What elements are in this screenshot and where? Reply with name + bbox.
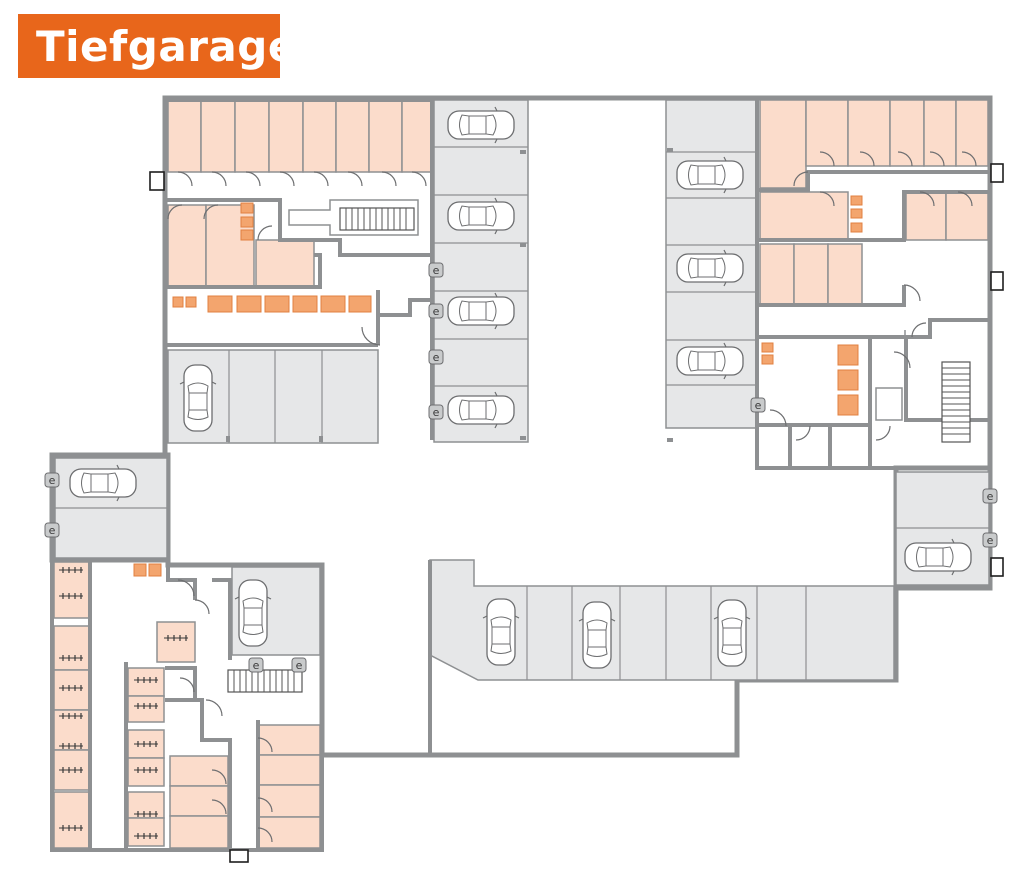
ev-charger-label: e: [49, 474, 56, 487]
car-icon: [234, 579, 272, 647]
ev-charger-icon: e: [982, 532, 998, 548]
car-icon: [482, 598, 520, 666]
ev-charger-label: e: [49, 524, 56, 537]
door-swings: [167, 151, 977, 843]
ev-charger-icon: e: [982, 488, 998, 504]
ev-charger-icon: e: [291, 657, 307, 673]
car-icon: [70, 465, 136, 501]
ev-charger-icon: e: [248, 657, 264, 673]
ev-charger-icon: e: [428, 303, 444, 319]
car-icon: [905, 539, 971, 575]
thin-walls: [288, 199, 906, 421]
staircase-north-west: [339, 207, 415, 231]
ev-charger-label: e: [433, 264, 440, 277]
car-icon: [179, 364, 217, 432]
ev-charger-icon: e: [44, 472, 60, 488]
ev-charger-label: e: [987, 490, 994, 503]
utility-boxes: [133, 195, 863, 577]
ev-charger-icon: e: [44, 522, 60, 538]
ev-charger-label: e: [987, 534, 994, 547]
ev-charger-icon: e: [428, 349, 444, 365]
car-icon: [448, 198, 514, 234]
car-icon: [713, 599, 751, 667]
ev-charger-icon: e: [428, 262, 444, 278]
exit-markers: [149, 163, 1004, 863]
ev-charger-icon: e: [428, 404, 444, 420]
ev-charger-label: e: [433, 351, 440, 364]
car-icon: [448, 392, 514, 428]
ev-charger-label: e: [433, 305, 440, 318]
ev-charger-icon: e: [750, 397, 766, 413]
car-icon: [448, 107, 514, 143]
title-badge: Tiefgarage: [18, 14, 296, 78]
page-title: Tiefgarage: [36, 21, 297, 71]
staircase-east: [941, 361, 971, 443]
ev-charger-label: e: [433, 406, 440, 419]
car-icon: [677, 343, 743, 379]
ev-chargers: e e e e e e e e e e e: [44, 262, 998, 673]
parking-row-south: [429, 559, 895, 681]
car-icon: [578, 601, 616, 669]
ev-charger-label: e: [755, 399, 762, 412]
ev-charger-label: e: [253, 659, 260, 672]
parking-column-left: [433, 99, 529, 443]
car-icon: [448, 293, 514, 329]
pillars: [226, 148, 673, 442]
staircase-south: [227, 669, 303, 693]
car-icon: [677, 157, 743, 193]
ev-charger-label: e: [296, 659, 303, 672]
bay-dividers: [55, 146, 989, 680]
car-icon: [677, 250, 743, 286]
